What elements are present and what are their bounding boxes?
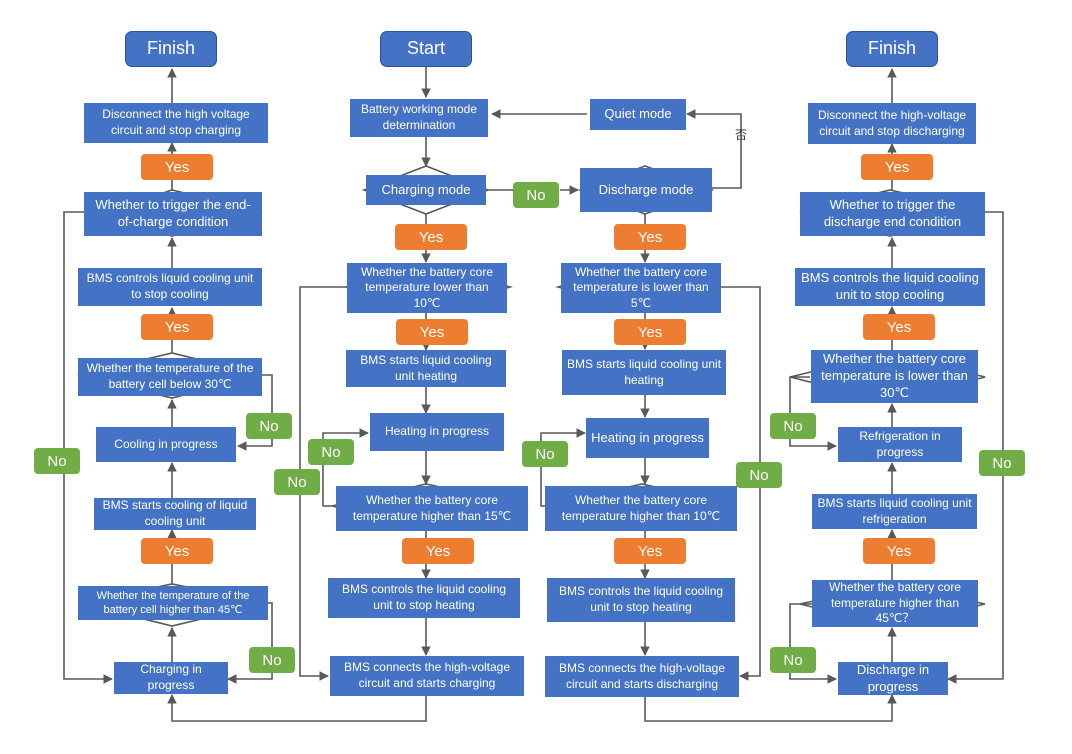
disconnect-discharging-box: Disconnect the high-voltage circuit and … [808, 103, 976, 144]
quiet-mode-box: Quiet mode [590, 99, 686, 130]
discharge-stop-cooling-box: BMS controls the liquid cooling unit to … [795, 268, 985, 306]
charge-stop-heating-box: BMS controls the liquid cooling unit to … [328, 578, 520, 618]
no-label: No [770, 647, 816, 673]
charge-high-temp-decision: Whether the battery core temperature hig… [336, 486, 528, 531]
discharge-above-45-decision: Whether the battery core temperature hig… [812, 580, 978, 627]
no-label: No [274, 469, 320, 495]
discharge-start-refrigeration-box: BMS starts liquid cooling unit refrigera… [812, 494, 977, 529]
connect-charging-box: BMS connects the high-voltage circuit an… [330, 656, 524, 696]
charge-below-30-decision: Whether the temperature of the battery c… [78, 358, 262, 396]
refrigeration-progress-box: Refrigeration in progress [838, 427, 962, 462]
yes-label: Yes [396, 319, 468, 345]
yes-label: Yes [863, 314, 935, 340]
no-label: No [979, 450, 1025, 476]
discharge-high-temp-decision: Whether the battery core temperature hig… [545, 486, 737, 531]
discharge-stop-heating-box: BMS controls the liquid cooling unit to … [547, 578, 735, 622]
charge-start-cooling-box: BMS starts cooling of liquid cooling uni… [94, 498, 256, 530]
discharge-start-heating-box: BMS starts liquid cooling unit heating [562, 350, 726, 395]
mode-determination-box: Battery working mode determination [350, 99, 488, 137]
yes-label: Yes [141, 314, 213, 340]
discharge-mode-box: Discharge mode [580, 168, 712, 212]
finish-terminal-right: Finish [846, 31, 938, 67]
cooling-progress-box: Cooling in progress [96, 427, 236, 462]
charge-start-heating-box: BMS starts liquid cooling unit heating [346, 350, 506, 387]
charging-progress-box: Charging in progress [114, 662, 228, 694]
no-label: No [34, 448, 80, 474]
yes-label: Yes [861, 154, 933, 180]
disconnect-charging-box: Disconnect the high voltage circuit and … [84, 103, 268, 143]
discharge-end-decision: Whether to trigger the discharge end con… [800, 192, 985, 236]
yes-label: Yes [863, 538, 935, 564]
no-label: No [522, 441, 568, 467]
start-terminal: Start [380, 31, 472, 67]
no-label: No [770, 413, 816, 439]
yes-label: Yes [614, 538, 686, 564]
charge-above-45-decision: Whether the temperature of the battery c… [78, 586, 268, 620]
end-of-charge-decision: Whether to trigger the end-of-charge con… [84, 192, 262, 236]
yes-label: Yes [141, 154, 213, 180]
no-label: No [249, 647, 295, 673]
no-label: No [513, 182, 559, 208]
connect-discharging-box: BMS connects the high-voltage circuit an… [545, 656, 739, 697]
discharge-below-30-decision: Whether the battery core temperature is … [811, 350, 978, 403]
yes-label: Yes [395, 224, 467, 250]
yes-label: Yes [141, 538, 213, 564]
quiet-branch-mark: 否 [735, 128, 748, 142]
yes-label: Yes [614, 319, 686, 345]
charging-mode-decision: Charging mode [366, 175, 486, 205]
discharge-heating-progress-box: Heating in progress [586, 418, 709, 458]
charge-heating-progress-box: Heating in progress [370, 413, 504, 451]
finish-terminal-left: Finish [125, 31, 217, 67]
charge-stop-cooling-box: BMS controls liquid cooling unit to stop… [78, 268, 262, 306]
yes-label: Yes [402, 538, 474, 564]
discharge-low-temp-decision: Whether the battery core temperature is … [561, 263, 721, 313]
no-label: No [308, 439, 354, 465]
no-label: No [736, 462, 782, 488]
no-label: No [246, 413, 292, 439]
discharging-progress-box: Discharge in progress [838, 662, 948, 695]
yes-label: Yes [614, 224, 686, 250]
charge-low-temp-decision: Whether the battery core temperature low… [347, 263, 507, 313]
